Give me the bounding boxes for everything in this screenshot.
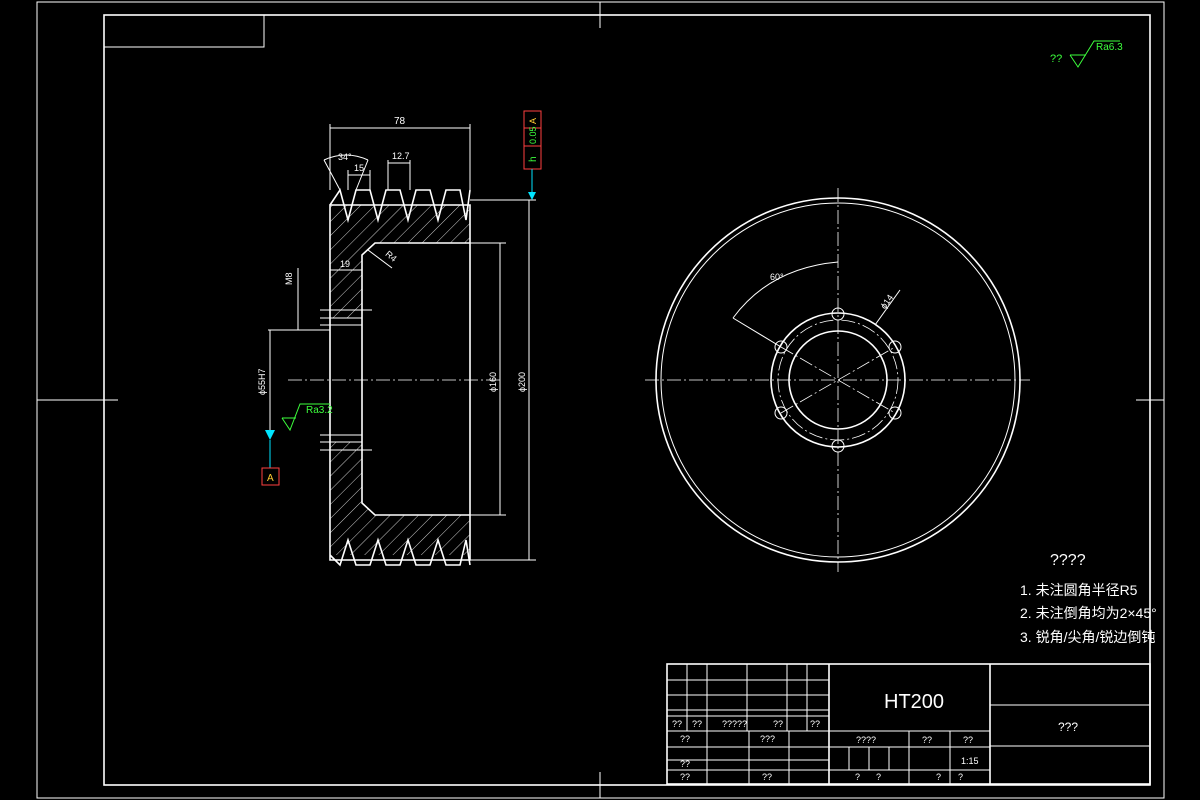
material-label: HT200 — [884, 691, 944, 713]
header-cell-5: ?? — [810, 719, 820, 729]
tolerance-value: 0.05 — [528, 126, 538, 144]
tolerance-datum: A — [528, 118, 538, 124]
left-cell-5: ?? — [762, 772, 772, 782]
dim-thread: M8 — [284, 272, 294, 285]
bottom-cell-1: ? — [855, 772, 860, 782]
front-view: 60° ϕ14 — [645, 188, 1030, 572]
dim-hole: ϕ14 — [878, 293, 895, 311]
dim-inner-diameter: ϕ160 — [488, 372, 498, 392]
dim-rim-thickness: 19 — [340, 259, 350, 269]
bottom-cell-3: ? — [936, 772, 941, 782]
section-view: 78 34° 15 12.7 19 R4 M8 ϕ55H7 ϕ160 — [257, 110, 542, 567]
frame-label-box — [103, 14, 265, 48]
tolerance-symbol: h — [528, 156, 539, 162]
dim-groove-angle: 34° — [338, 152, 352, 162]
dim-outer-diameter: ϕ200 — [517, 372, 527, 392]
sheet-outer-border — [36, 1, 1165, 799]
bolt-hole-top-left — [774, 340, 788, 354]
roughness-prefix: ?? — [1050, 53, 1062, 65]
left-cell-3: ?? — [680, 759, 690, 769]
company-label: ??? — [1058, 720, 1078, 734]
bottom-cell-2: ? — [876, 772, 881, 782]
dim-groove-pitch: 12.7 — [392, 151, 410, 161]
roughness-bore: Ra3.2 — [306, 405, 333, 416]
left-cell-2: ??? — [760, 734, 775, 744]
general-roughness-symbol: ?? Ra6.3 — [1050, 40, 1123, 68]
note-3: 3. 锐角/尖角/锐边倒钝 — [1020, 629, 1155, 645]
dim-fillet: R4 — [384, 249, 399, 264]
mid-header-3: ?? — [963, 735, 973, 745]
header-cell-2: ?? — [692, 719, 702, 729]
bolt-hole-bottom-right — [888, 406, 902, 420]
roughness-bore-symbol: Ra3.2 — [281, 403, 333, 432]
upper-grooves — [329, 188, 471, 224]
tolerance-frame: h 0.05 A — [523, 110, 542, 200]
roughness-value: Ra6.3 — [1096, 42, 1123, 53]
header-cell-1: ?? — [672, 719, 682, 729]
mid-header-2: ?? — [922, 735, 932, 745]
dim-groove-width: 15 — [354, 163, 364, 173]
datum-label: A — [267, 473, 274, 484]
header-cell-3: ????? — [722, 719, 747, 729]
notes-title: ???? — [1050, 552, 1086, 569]
note-2: 2. 未注倒角均为2×45° — [1020, 605, 1157, 621]
technical-notes: ???? 1. 未注圆角半径R5 2. 未注倒角均为2×45° 3. 锐角/尖角… — [1020, 552, 1157, 645]
dim-angle: 60° — [770, 272, 784, 282]
dim-overall-width: 78 — [394, 116, 406, 127]
left-cell-1: ?? — [680, 734, 690, 744]
left-cell-4: ?? — [680, 772, 690, 782]
header-cell-4: ?? — [773, 719, 783, 729]
sheet-frame — [103, 14, 1151, 786]
bolt-hole-top-right — [888, 340, 902, 354]
scale-value: 1:15 — [961, 756, 979, 766]
mid-header-1: ???? — [856, 735, 876, 745]
bottom-cell-4: ? — [958, 772, 963, 782]
note-1: 1. 未注圆角半径R5 — [1020, 582, 1138, 598]
bolt-hole-bottom-left — [774, 406, 788, 420]
datum-a: A — [261, 430, 280, 486]
dim-bore: ϕ55H7 — [257, 368, 267, 395]
lower-grooves — [329, 537, 471, 567]
title-block: HT200 ??? ?? ?? ????? ?? ?? ?? ??? ?? ??… — [666, 663, 1151, 785]
